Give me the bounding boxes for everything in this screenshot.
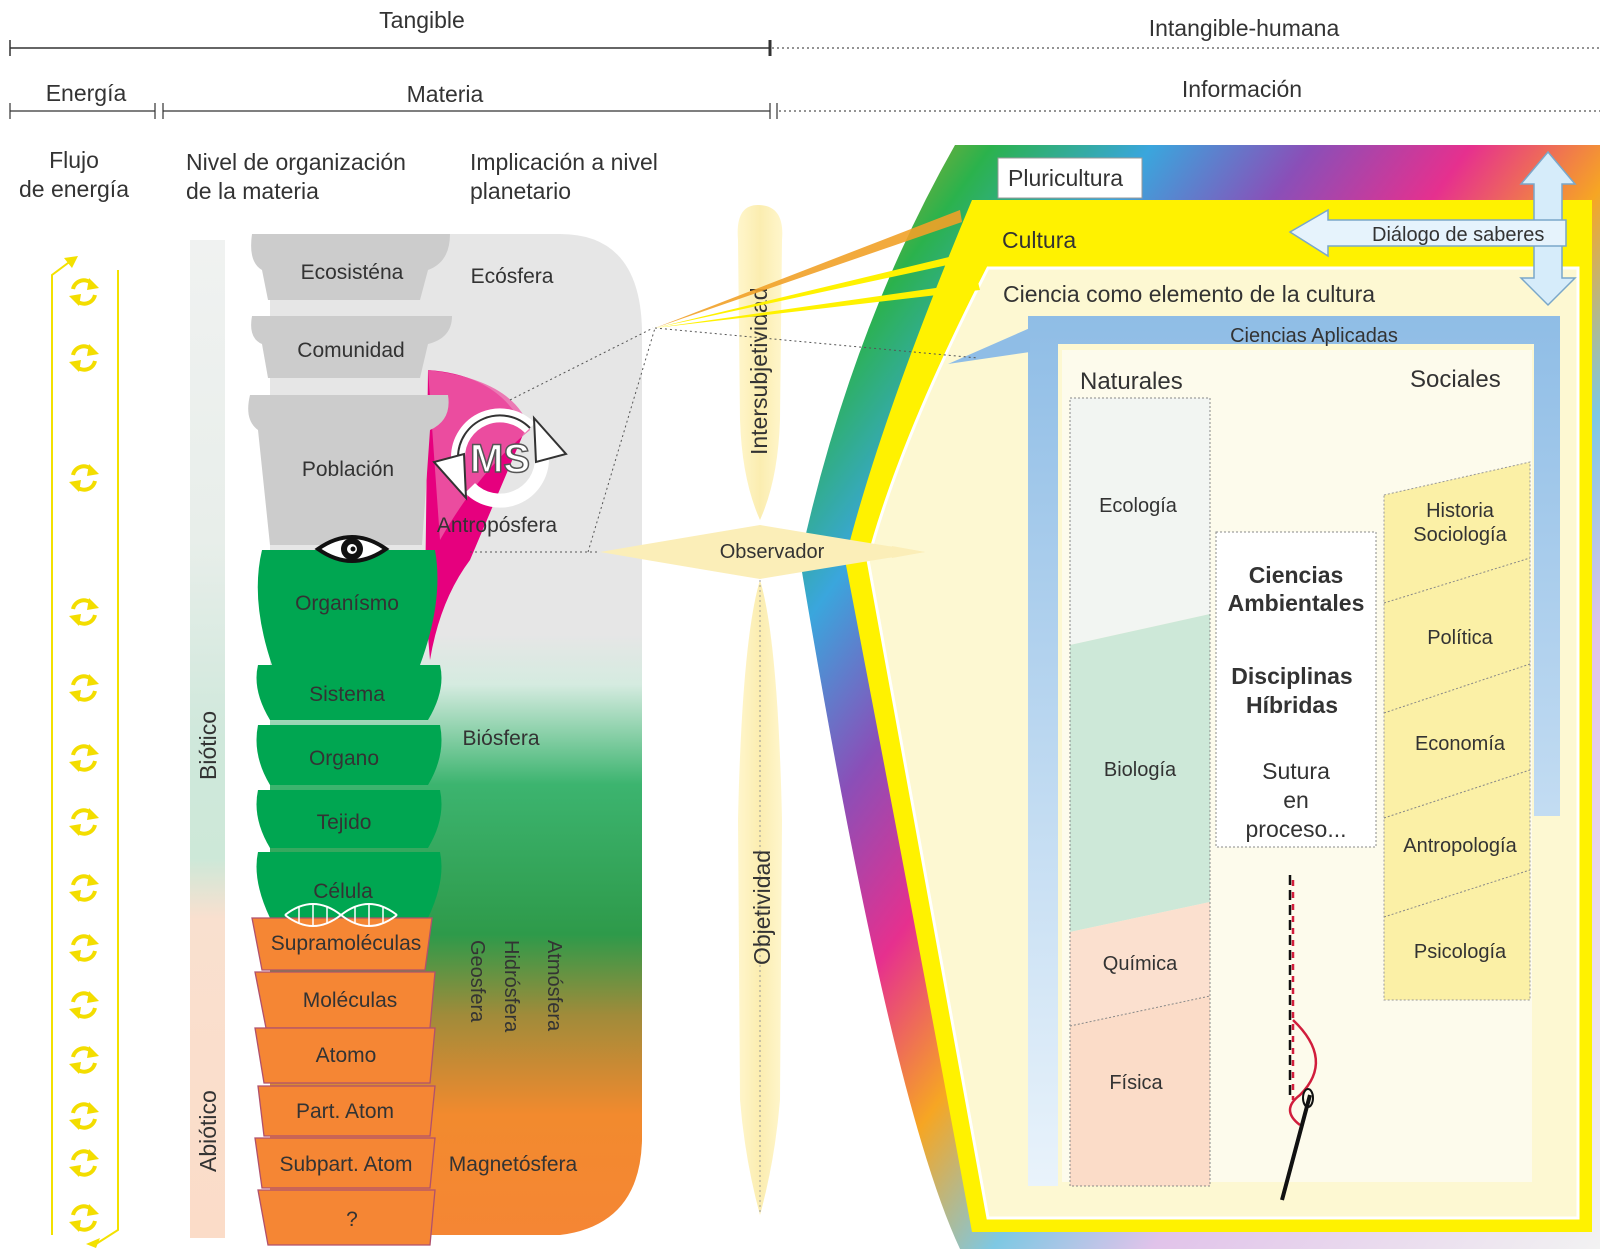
soc-sociologia: Sociología — [1413, 524, 1507, 546]
ms-label: MS — [470, 437, 530, 481]
energy-cycle-icons — [69, 278, 99, 1232]
ciencia-label: Ciencia como elemento de la cultura — [1003, 281, 1375, 307]
abiotico-label: Abiótico — [195, 1090, 221, 1172]
ms-cycle-icon — [432, 408, 568, 508]
biotic-abiotic-bar — [190, 240, 225, 1238]
needle-thread-icon — [1280, 875, 1317, 1201]
level-unknown: ? — [346, 1208, 358, 1231]
soc-antropologia: Antropología — [1403, 835, 1517, 857]
level-organo: Organo — [309, 747, 379, 770]
soc-historia: Historia — [1426, 500, 1495, 522]
cycle-icon — [69, 598, 99, 626]
nat-biologia: Biología — [1104, 759, 1177, 781]
social-sciences-column — [1383, 461, 1531, 1001]
biotico-label: Biótico — [195, 711, 221, 780]
cycle-icon — [69, 744, 99, 772]
nat-ecologia: Ecología — [1099, 495, 1178, 517]
cycle-icon — [69, 808, 99, 836]
header-scales — [9, 40, 1600, 119]
informacion-label: Información — [1182, 76, 1302, 102]
materia-label: Materia — [407, 81, 484, 107]
flujo-heading-1: Flujo — [49, 147, 99, 173]
soc-economia: Economía — [1415, 733, 1506, 755]
level-tejido: Tejido — [317, 811, 372, 834]
cycle-icon — [69, 1102, 99, 1130]
cycle-icon — [69, 464, 99, 492]
sphere-atmosfera: Atmósfera — [543, 940, 565, 1032]
energia-label: Energía — [46, 80, 127, 106]
organization-levels — [248, 234, 452, 1246]
ca-line1: Ciencias — [1249, 562, 1344, 588]
dialogo-label: Diálogo de saberes — [1372, 224, 1544, 246]
nivel-heading-2: de la materia — [186, 178, 319, 204]
impl-heading-1: Implicación a nivel — [470, 149, 658, 175]
cultura-label: Cultura — [1002, 227, 1076, 253]
observador-label: Observador — [720, 541, 825, 563]
aplicadas-arrow — [948, 328, 1030, 364]
intangible-label: Intangible-humana — [1149, 15, 1340, 41]
eye-icon — [314, 535, 390, 563]
sutura-line3: proceso... — [1246, 816, 1347, 842]
natural-sciences-column — [1069, 397, 1211, 1187]
sphere-ecosfera: Ecósfera — [471, 265, 554, 288]
level-subpart-atom: Subpart. Atom — [279, 1153, 412, 1176]
nat-quimica: Química — [1103, 953, 1178, 975]
cycle-icon — [69, 344, 99, 372]
sphere-antroposfera: Antropósfera — [437, 514, 558, 537]
level-sistema: Sistema — [309, 683, 385, 706]
sutura-line1: Sutura — [1262, 758, 1330, 784]
level-ecosistema: Ecosisténa — [301, 261, 404, 284]
level-comunidad: Comunidad — [297, 339, 404, 362]
dna-icon — [284, 903, 398, 927]
cycle-icon — [69, 991, 99, 1019]
sphere-biosfera: Biósfera — [462, 727, 539, 750]
sphere-geosfera: Geosfera — [466, 940, 488, 1023]
cycle-icon — [69, 874, 99, 902]
connection-lines — [470, 210, 980, 553]
cycle-icon — [69, 1046, 99, 1074]
level-organismo: Organísmo — [295, 592, 399, 615]
sphere-hidrosfera: Hidrósfera — [500, 940, 522, 1033]
soc-psicologia: Psicología — [1414, 941, 1507, 963]
dh-line1: Disciplinas — [1231, 663, 1352, 689]
pluricultura-label: Pluricultura — [1008, 165, 1123, 191]
impl-heading-2: planetario — [470, 178, 571, 204]
nivel-heading-1: Nivel de organización — [186, 149, 406, 175]
level-supramoleculas: Supramoléculas — [271, 932, 422, 955]
hybrid-box — [1215, 531, 1377, 848]
energy-flow — [51, 256, 119, 1248]
pluricultura-box — [997, 157, 1143, 199]
level-atomo: Atomo — [316, 1044, 377, 1067]
level-part-atom: Part. Atom — [296, 1100, 394, 1123]
sphere-magnetosfera: Magnetósfera — [449, 1153, 578, 1176]
nat-fisica: Física — [1109, 1072, 1163, 1094]
cycle-icon — [69, 934, 99, 962]
dialogo-arrows — [1288, 150, 1577, 307]
aplicadas-label: Ciencias Aplicadas — [1230, 325, 1398, 347]
dh-line2: Híbridas — [1246, 692, 1338, 718]
objetividad-label: Objetividad — [749, 850, 775, 965]
level-celula: Célula — [313, 880, 373, 903]
naturales-heading: Naturales — [1080, 368, 1183, 395]
ca-line2: Ambientales — [1228, 590, 1365, 616]
level-moleculas: Moléculas — [303, 989, 398, 1012]
cycle-icon — [69, 278, 99, 306]
cycle-icon — [69, 674, 99, 702]
cycle-icon — [69, 1204, 99, 1232]
sutura-line2: en — [1283, 787, 1309, 813]
level-poblacion: Población — [302, 458, 394, 481]
cycle-icon — [69, 1149, 99, 1177]
flujo-heading-2: de energía — [19, 176, 129, 202]
tangible-label: Tangible — [379, 7, 465, 33]
soc-politica: Política — [1427, 627, 1493, 649]
sociales-heading: Sociales — [1410, 366, 1501, 393]
